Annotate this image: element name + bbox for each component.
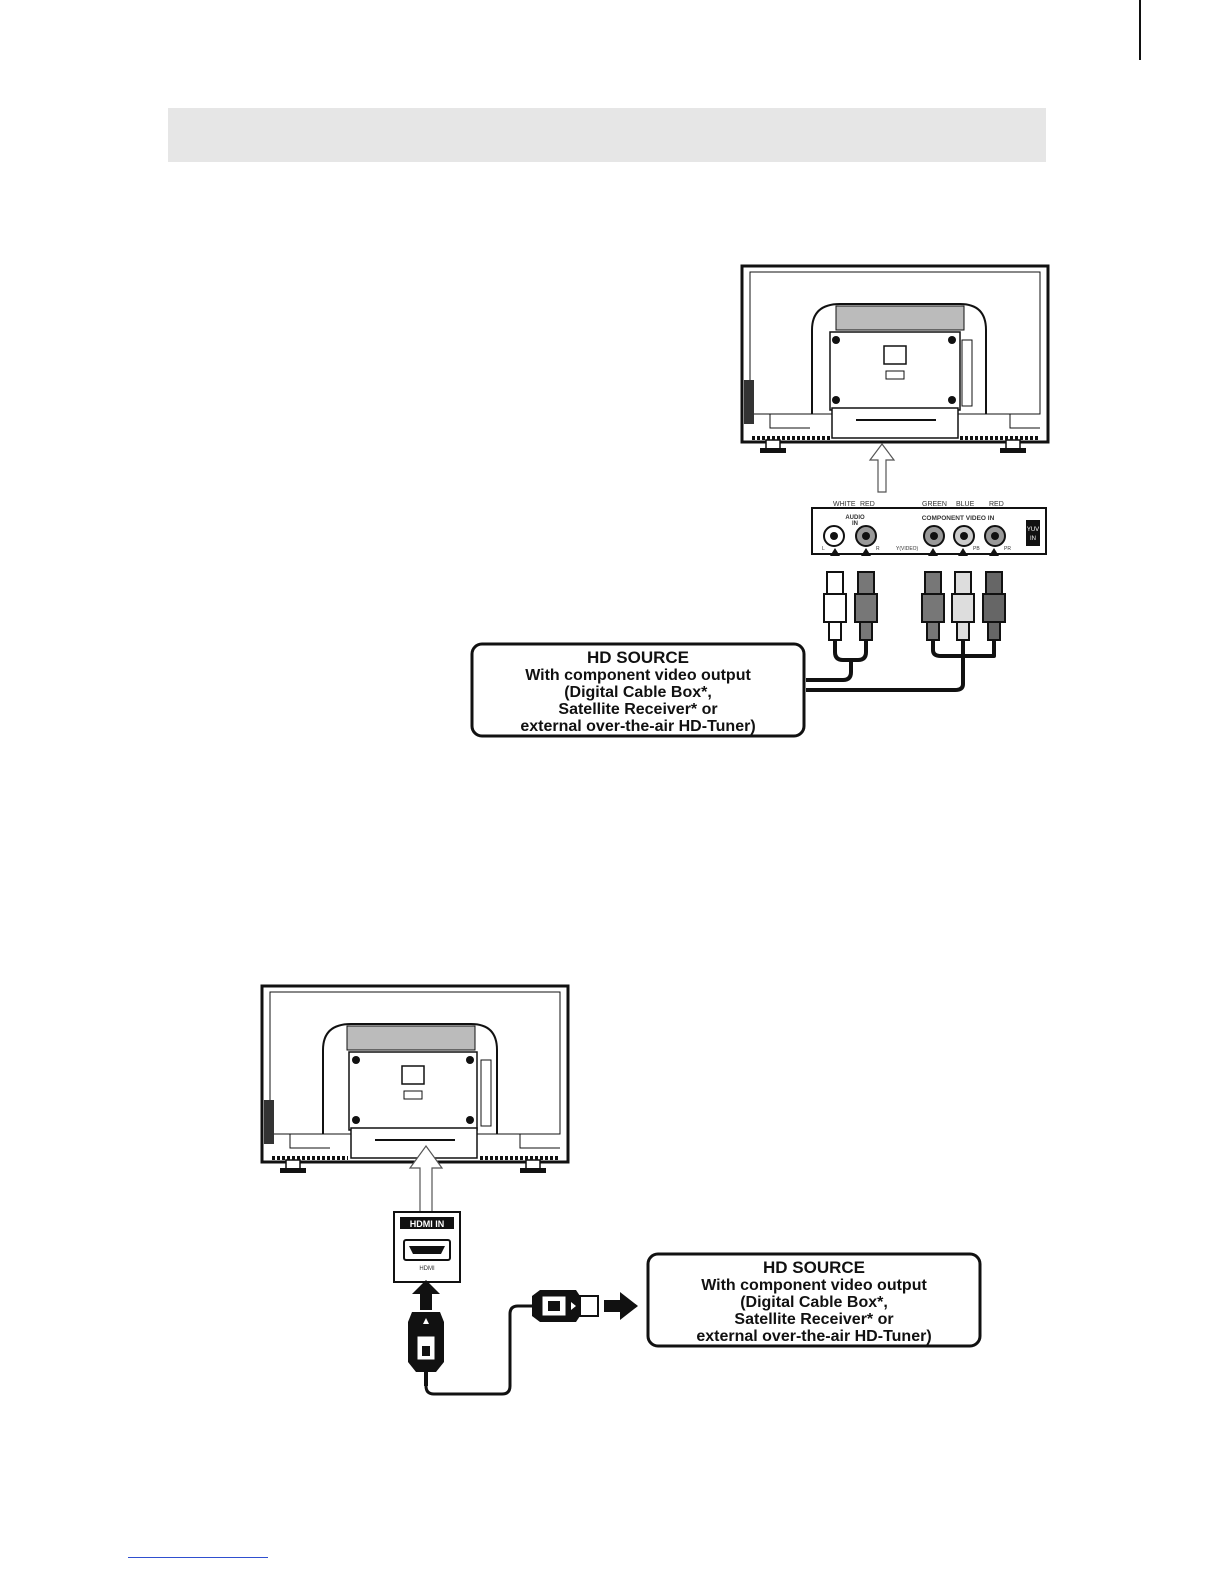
port-color-white: WHITE — [833, 501, 856, 508]
audio-in-label: AUDIO — [845, 515, 865, 521]
yuv-in-label-2: IN — [1030, 536, 1036, 542]
hd-source-box: HD SOURCE With component video output (D… — [470, 642, 806, 738]
source-box-title-2: HD SOURCE — [763, 1258, 865, 1277]
audio-in-label-2: IN — [852, 521, 858, 527]
jack-label-pr: PR — [1004, 546, 1011, 552]
source-box-line2-2: (Digital Cable Box*, — [740, 1294, 888, 1311]
rca-cable-plugs — [806, 548, 1006, 692]
source-box-line1: With component video output — [525, 667, 751, 684]
hdmi-port-label: HDMI — [419, 1266, 435, 1272]
port-color-green: GREEN — [922, 501, 947, 508]
source-box-line3: Satellite Receiver* or — [558, 701, 717, 718]
jack-label-r: R — [876, 546, 880, 552]
source-box-line3-2: Satellite Receiver* or — [734, 1311, 893, 1328]
hd-source-box-2: HD SOURCE With component video output (D… — [646, 1252, 982, 1348]
insert-arrow-icon-2 — [408, 1144, 444, 1213]
footer-link-underline — [128, 1557, 268, 1558]
hdmi-connection-diagram: HDMI IN HDMI HD SOURCE With component vi… — [260, 984, 982, 1396]
port-color-blue: BLUE — [956, 501, 975, 508]
source-box-line4-2: external over-the-air HD-Tuner) — [696, 1328, 931, 1345]
tv-rear-illustration — [740, 264, 1050, 453]
yuv-in-label: YUV — [1027, 527, 1039, 533]
section-header-band — [168, 108, 1046, 162]
component-jack-panel: WHITE RED GREEN BLUE RED AUDIO IN COMPON… — [811, 501, 1047, 555]
tv-rear-illustration-2 — [260, 984, 570, 1173]
jack-label-l: L — [822, 546, 825, 552]
port-color-red: RED — [860, 501, 875, 508]
port-color-red-2: RED — [989, 501, 1004, 508]
component-video-in-label: COMPONENT VIDEO IN — [922, 515, 995, 522]
source-box-title: HD SOURCE — [587, 648, 689, 667]
hdmi-port-panel: HDMI IN HDMI — [393, 1211, 461, 1283]
hdmi-in-label: HDMI IN — [410, 1219, 445, 1229]
jack-label-pb: PB — [973, 546, 980, 552]
hdmi-cable — [408, 1280, 638, 1396]
component-connection-diagram: WHITE RED GREEN BLUE RED AUDIO IN COMPON… — [470, 264, 1050, 738]
source-box-line4: external over-the-air HD-Tuner) — [520, 718, 755, 735]
jack-label-y: Y(VIDEO) — [896, 546, 919, 552]
insert-arrow-icon — [868, 443, 896, 493]
page-edge-line — [1139, 0, 1141, 60]
source-box-line1-2: With component video output — [701, 1277, 927, 1294]
source-box-line2: (Digital Cable Box*, — [564, 684, 712, 701]
